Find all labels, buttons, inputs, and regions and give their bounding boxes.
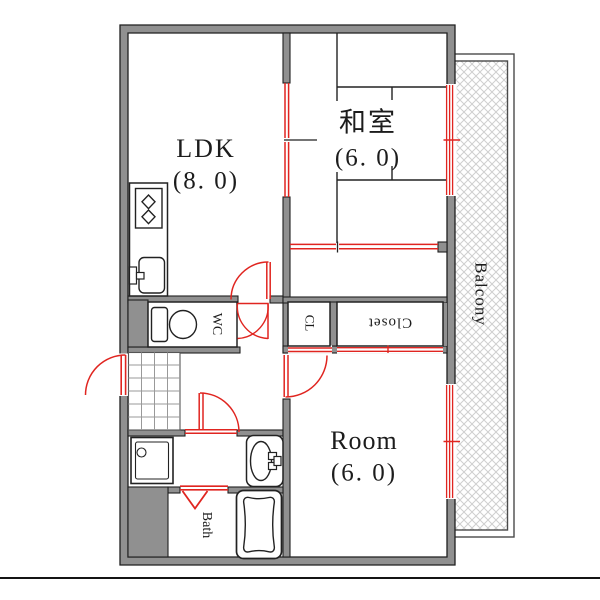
washitsu-sliding-door [290,243,438,250]
room-door-threshold [288,347,332,353]
doors-and-windows [84,83,460,511]
interior-walls [127,32,448,558]
room-label-ldk: LDK [176,134,236,163]
cl-box [287,301,331,347]
ldk-door-arc [230,261,269,300]
balcony-floor-hatch [452,60,509,531]
bath-door-threshold [180,485,228,491]
wc-door-arc [236,303,269,340]
fixtures [127,33,447,560]
room-label-room: Room [330,426,398,455]
closet-right-fill [443,303,447,346]
fusuma-ticks [284,139,339,253]
room-door-leaf [283,355,289,397]
ldk-door-leaf [266,262,271,299]
room-door-threshold-zone [288,345,332,354]
room-size-ldk: (8. 0) [172,167,240,195]
toilet-tank [150,306,169,343]
room-label-cl: CL [302,314,318,332]
kitchen-unit [128,182,169,297]
wash-basin [245,434,284,488]
entry-door-leaf [120,355,127,395]
sink-faucet [128,266,138,285]
stove-burners [141,193,156,225]
washroom-door-arc [199,392,240,433]
closet-sliding-front [337,345,443,353]
hall-door-arc [237,303,269,340]
room-label-closet: Closet [367,314,413,331]
room-label-washitsu: 和室 [339,107,397,138]
bath-folding-door [181,490,209,511]
genkan-tile [127,351,181,431]
bottom-rule [0,577,600,579]
ldk-washitsu-sliding-door [284,83,290,197]
room-label-wc: WC [209,312,224,336]
balcony-area [449,53,515,538]
washer-drain [136,447,147,458]
wc-room [147,301,238,348]
closet-box [336,301,444,347]
washroom-door-leaf [198,393,204,430]
room-size-washitsu: (6. 0) [334,144,402,172]
room-label-bath: Bath [199,511,214,539]
bathtub [235,489,283,560]
toilet-bowl [168,309,198,340]
entry-door-arc [84,354,126,396]
washroom-door-threshold [185,429,237,434]
room-label-balcony: Balcony [471,262,491,326]
tatami-lines [336,33,447,243]
washer-pan [130,436,174,485]
closet-front-zone [337,345,443,354]
room-size-room: (6. 0) [330,459,398,487]
room-door-arc [285,355,328,398]
